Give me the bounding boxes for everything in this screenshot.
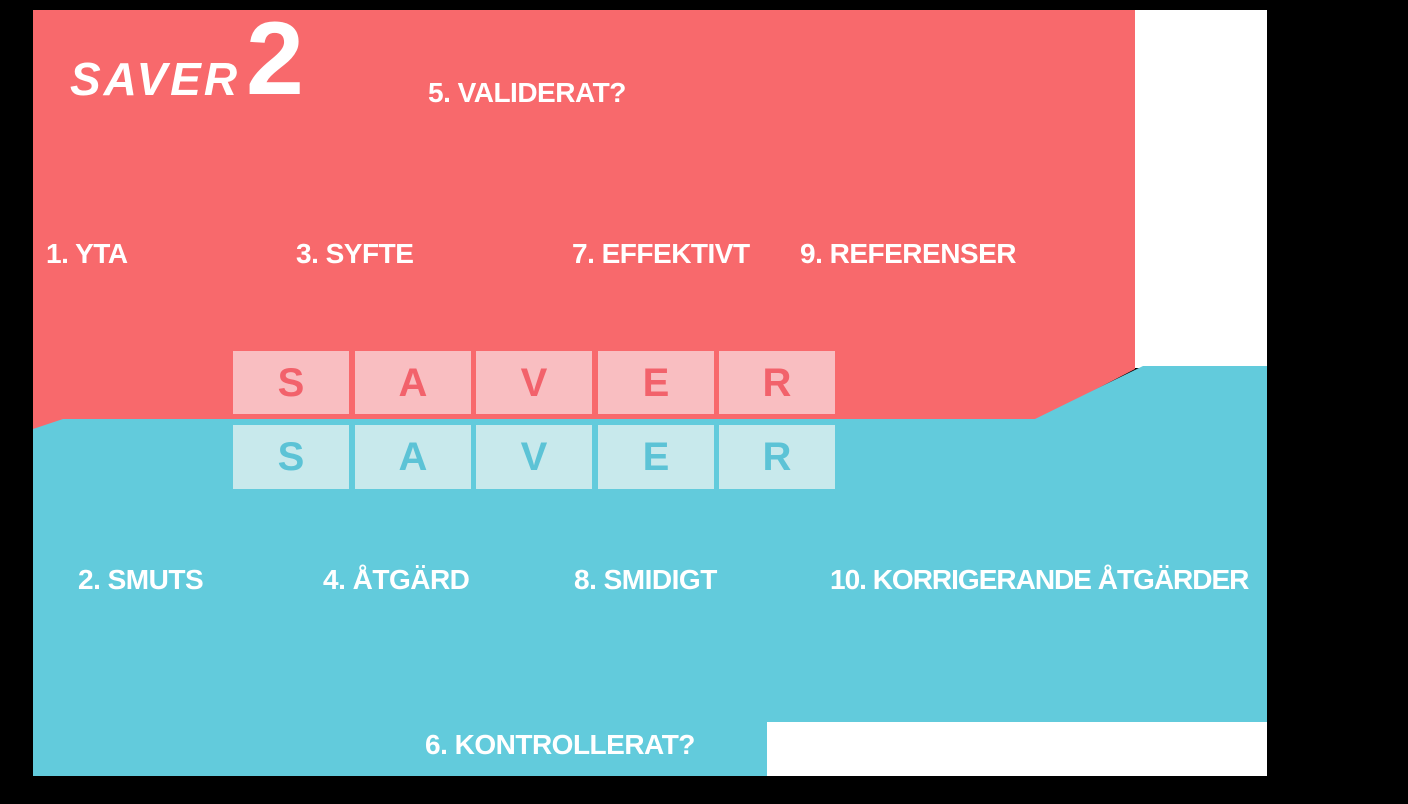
label-korrigerande-atgarder: 10. KORRIGERANDE ÅTGÄRDER [830,564,1249,595]
white-block-top-right [1135,10,1267,368]
logo-number: 2 [246,1,304,117]
tile-top-v: V [476,351,592,414]
label-smuts: 2. SMUTS [78,564,204,595]
tile-bottom-e: E [598,425,714,489]
tile-bottom-v: V [476,425,592,489]
tile-top-r: R [719,351,835,414]
label-syfte: 3. SYFTE [296,238,414,269]
label-atgard: 4. ÅTGÄRD [323,564,470,595]
label-validerat: 5. VALIDERAT? [428,77,626,108]
white-block-bottom [767,722,1267,776]
label-kontrollerat: 6. KONTROLLERAT? [425,729,695,760]
tile-top-a: A [355,351,471,414]
label-effektivt: 7. EFFEKTIVT [572,238,750,269]
tile-bottom-s: S [233,425,349,489]
label-referenser: 9. REFERENSER [800,238,1017,269]
tile-top-e: E [598,351,714,414]
tile-bottom-r: R [719,425,835,489]
tile-bottom-a: A [355,425,471,489]
label-yta: 1. YTA [46,238,128,269]
label-smidigt: 8. SMIDIGT [574,564,717,595]
logo-word: SAVER [70,53,241,105]
tile-top-s: S [233,351,349,414]
